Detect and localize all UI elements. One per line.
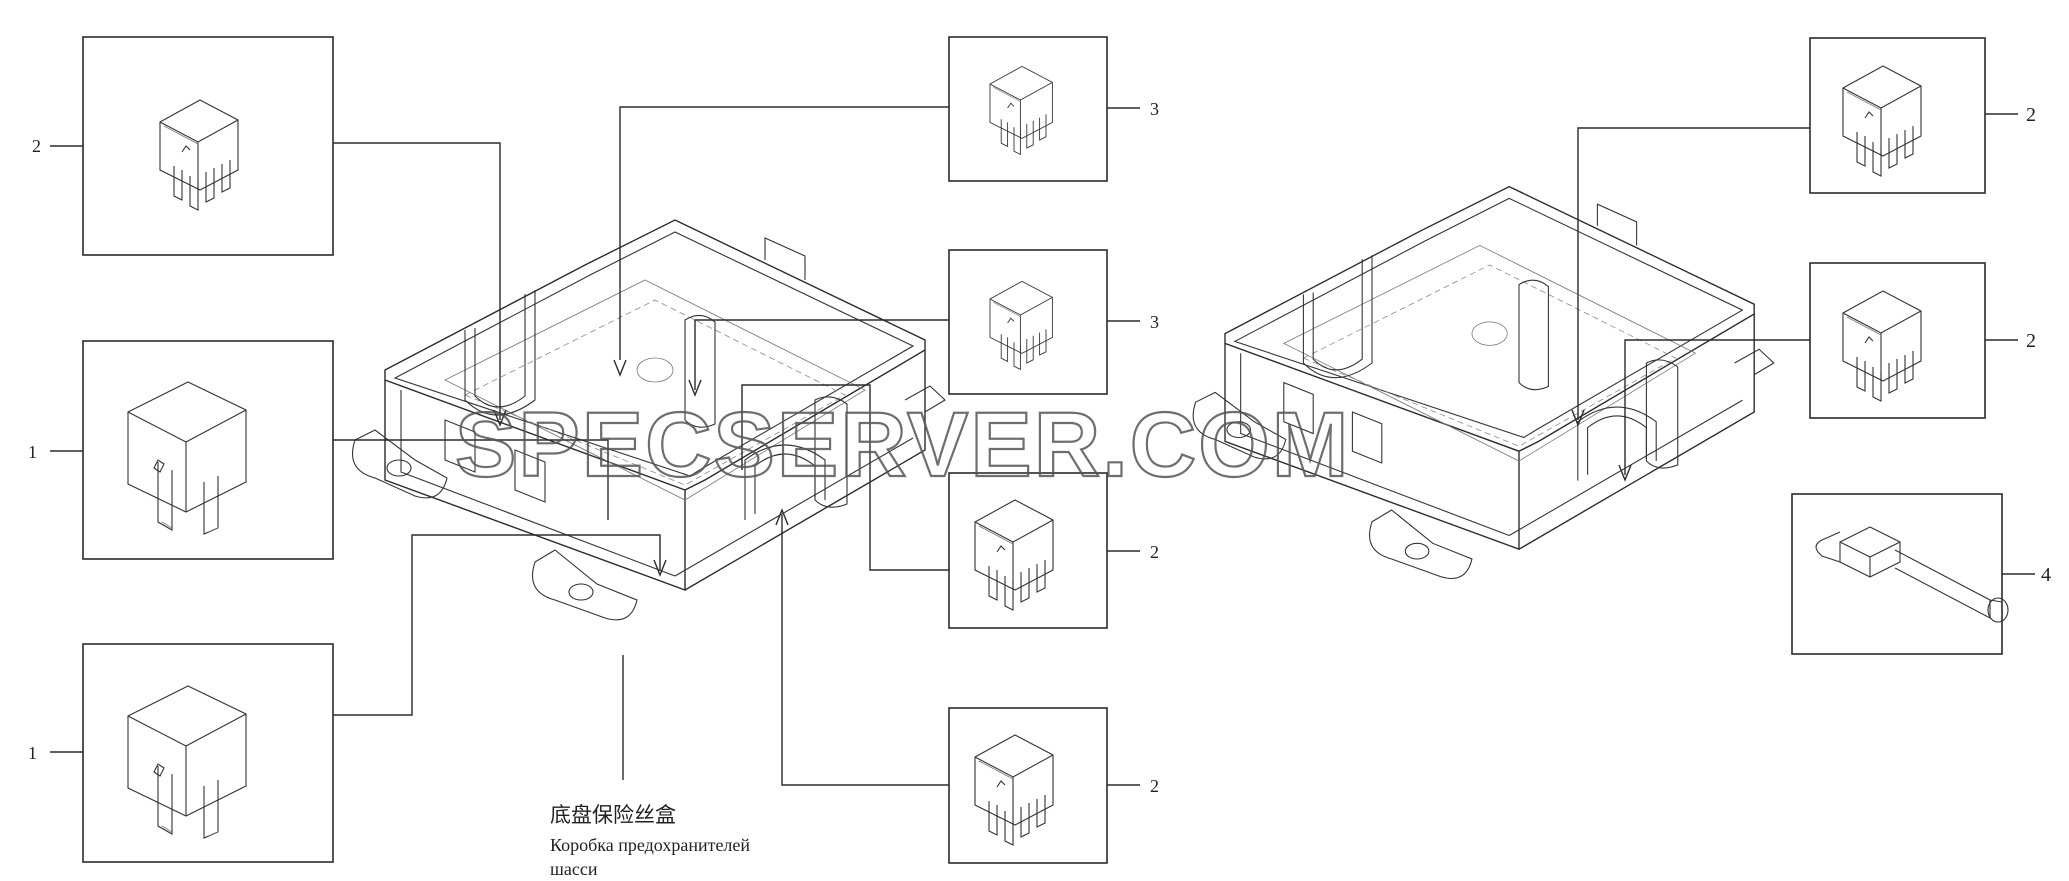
relay-box-mid-bottom [948,707,1108,864]
callout-left-top: 2 [32,136,41,156]
callout-right-mid: 2 [2026,330,2036,352]
fuse-box-icon [1192,185,1775,580]
sensor-box [1791,493,2009,655]
relay-box-left-bottom [82,643,334,863]
watermark-text: SPECSERVER.COM [455,394,1350,496]
callout-left-bottom: 1 [28,743,37,763]
relay-box-right-mid [1809,262,1986,419]
callout-mid-second: 3 [1150,312,1159,332]
relay-box-left-top [82,36,334,256]
leader-lines [333,106,1810,786]
caption-chinese: 底盘保险丝盒 [550,803,676,827]
callout-mid-top: 3 [1150,99,1159,119]
relay-box-mid-top [948,36,1108,182]
callout-mid-third: 2 [1150,542,1159,562]
relay-box-mid-second [948,249,1108,395]
caption-russian-line2: шасси [550,859,598,879]
relay-box-right-top [1809,37,1986,194]
callout-right-top: 2 [2026,104,2036,126]
relay-box-left-mid [82,340,334,560]
relay-box-mid-third [948,472,1108,629]
callout-right-sensor: 4 [2041,564,2051,586]
callout-left-mid: 1 [28,442,37,462]
callout-mid-bottom: 2 [1150,776,1159,796]
callout-ticks [50,107,2035,786]
caption-russian-line1: Коробка предохранителей [550,835,750,855]
